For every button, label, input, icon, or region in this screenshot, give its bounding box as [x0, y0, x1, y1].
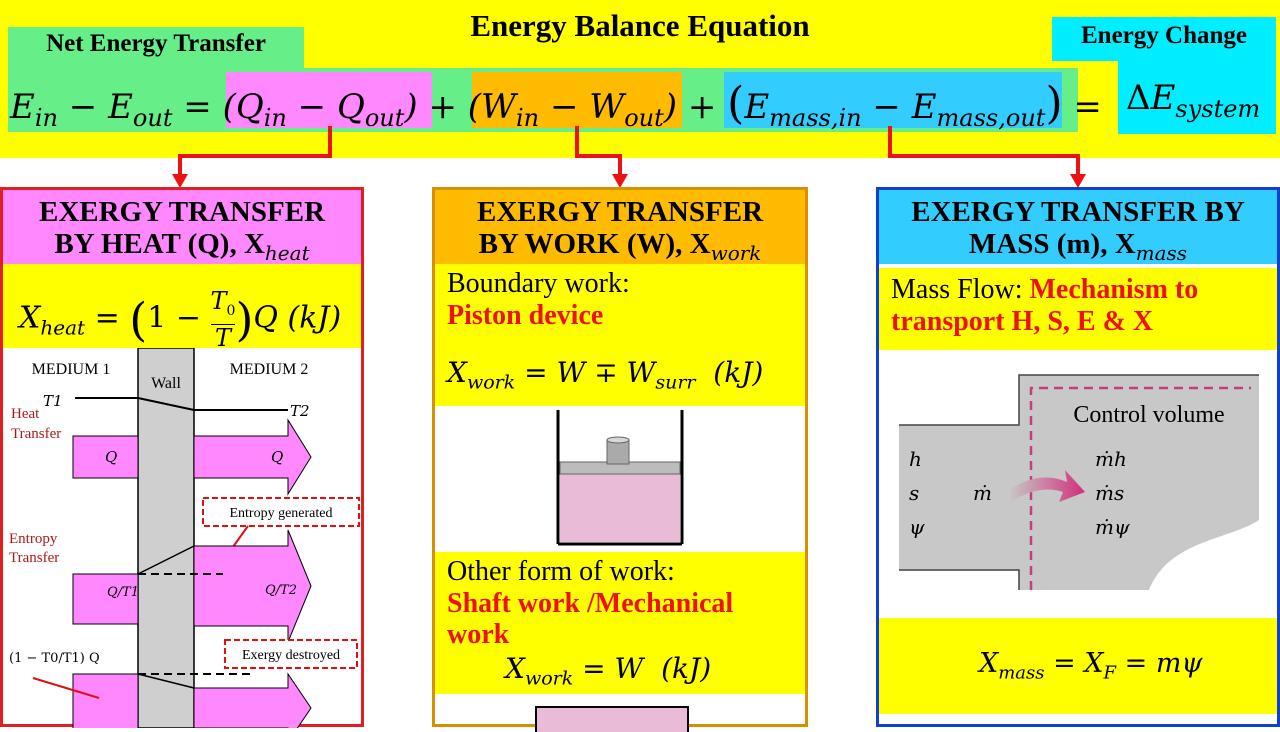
- mass-flow-label: Mass Flow:: [891, 274, 1023, 305]
- mass-flow-desc: Mechanism to transport H, S, E & X: [891, 274, 1199, 337]
- prop-h: h: [909, 447, 922, 471]
- q-t2-label: Q/T2: [265, 583, 297, 598]
- mass-formula: Xmass = XF = mψ: [979, 648, 1203, 684]
- heat-title-line2: BY HEAT (Q), X: [54, 228, 265, 260]
- mass-title-line2: MASS (m), X: [968, 228, 1136, 260]
- work-boundary-bg: [435, 264, 805, 406]
- mass-title-line1: EXERGY TRANSFER BY: [911, 196, 1245, 228]
- work-connector: [575, 126, 622, 176]
- work-arrowhead: [612, 174, 628, 188]
- wall: [137, 348, 195, 728]
- energy-change-label: Energy Change: [1081, 22, 1247, 49]
- svg-text:Transfer: Transfer: [9, 550, 59, 566]
- work-title-line1: EXERGY TRANSFER: [476, 196, 764, 228]
- heat-title-line1: EXERGY TRANSFER: [38, 196, 326, 228]
- mass-title: EXERGY TRANSFER BY MASS (m), Xmass: [879, 196, 1277, 269]
- q-label-left: Q: [105, 448, 117, 466]
- heat-panel: EXERGY TRANSFER BY HEAT (Q), Xheat Xheat…: [0, 187, 364, 728]
- q-arrow-right: [193, 418, 312, 496]
- heat-connector: [178, 126, 332, 176]
- mass-flow-bg: [879, 268, 1277, 350]
- q-t1-label: Q/T1: [107, 585, 139, 600]
- flow-arrow: [1009, 470, 1085, 502]
- control-volume-label: Control volume: [1073, 402, 1224, 428]
- control-surface: [1029, 386, 1251, 590]
- other-work-example: Shaft work /Mechanical work: [447, 588, 734, 650]
- piston-rod: [606, 439, 630, 465]
- mass-formula-bg: [879, 618, 1277, 714]
- exergy-arrow-left: [72, 673, 139, 728]
- entropy-arrow-right: [193, 529, 312, 643]
- heat-transfer-diagram: Wall MEDIUM 1 MEDIUM 2 T1 T2 Heat Transf…: [9, 348, 360, 728]
- exergy-destroyed-box: [224, 639, 358, 669]
- mass-arrowhead: [1070, 174, 1086, 188]
- boundary-work-label: Boundary work:: [447, 268, 630, 299]
- control-volume-diagram: Control volume h s ψ ṁ ṁh ṁs ṁψ: [899, 374, 1259, 590]
- connector-arrows: [172, 126, 1086, 188]
- heat-transfer-label: Heat: [11, 406, 40, 422]
- svg-text:Transfer: Transfer: [11, 426, 61, 442]
- prop-psi: ψ: [909, 515, 925, 539]
- wall-label: Wall: [151, 375, 181, 392]
- other-work-label: Other form of work:: [447, 556, 675, 587]
- energy-change-label-bg: [1052, 17, 1276, 61]
- boundary-work-example: Piston device: [447, 300, 604, 331]
- entropy-generated-label: Entropy generated: [229, 506, 332, 521]
- energy-balance-equation: Ein − Eout = (Qin − Qout) + (Win − Wout)…: [10, 78, 1102, 132]
- q-arrow-left: [72, 435, 139, 479]
- work-panel: EXERGY TRANSFER BY WORK (W), Xwork Bound…: [432, 187, 808, 732]
- net-energy-label: Net Energy Transfer: [46, 30, 266, 57]
- mass-term-highlight: [724, 72, 1062, 128]
- entropy-arrow-left: [72, 573, 139, 625]
- heat-arrowhead: [172, 174, 188, 188]
- heat-header-bg: [3, 190, 361, 264]
- mass-connector: [888, 126, 1080, 176]
- exergy-destroyed-label: Exergy destroyed: [242, 648, 340, 663]
- entropy-transfer-label: Entropy: [9, 531, 58, 547]
- work-title: EXERGY TRANSFER BY WORK (W), Xwork: [435, 196, 805, 269]
- medium1-label: MEDIUM 1: [32, 361, 111, 378]
- piston-gas: [560, 472, 680, 542]
- other-work-formula: Xwork = W (kJ): [505, 652, 712, 690]
- piston-device-diagram: [556, 410, 684, 546]
- work-title-line2: BY WORK (W), X: [478, 228, 711, 260]
- wall-profile: [137, 397, 195, 411]
- delta-e-system: ΔEsystem: [1126, 78, 1261, 123]
- entropy-generated-box: [202, 497, 360, 527]
- flow-mpsi: ṁψ: [1095, 515, 1130, 539]
- work-header-bg: [435, 190, 805, 264]
- prop-s: s: [909, 481, 919, 505]
- net-energy-label-bg: [8, 27, 304, 69]
- boundary-work-formula: Xwork = W ∓ Wsurr (kJ): [447, 356, 764, 394]
- exergy-expr: (1 − T0/T1) Q: [9, 651, 100, 666]
- heat-title-sub: heat: [264, 240, 310, 265]
- heat-title: EXERGY TRANSFER BY HEAT (Q), Xheat: [3, 196, 361, 269]
- mass-panel: EXERGY TRANSFER BY MASS (m), Xmass Mass …: [876, 187, 1280, 727]
- q-label-right: Q: [271, 448, 283, 466]
- duct: [899, 375, 1259, 590]
- shaft-work-diagram: [535, 706, 689, 732]
- delta-e-highlight: [1118, 60, 1276, 134]
- medium2-label: MEDIUM 2: [230, 361, 309, 378]
- page-title: Energy Balance Equation: [470, 8, 810, 43]
- heat-formula-bg: [3, 264, 361, 348]
- t2-label: T2: [290, 402, 310, 420]
- mass-flow-text: Mass Flow: Mechanism to transport H, S, …: [891, 274, 1275, 338]
- t1-label: T1: [43, 392, 63, 410]
- flow-mh: ṁh: [1095, 447, 1127, 471]
- work-title-sub: work: [710, 240, 762, 265]
- mass-header-bg: [879, 190, 1277, 264]
- work-term-highlight: [472, 72, 682, 128]
- mass-title-sub: mass: [1135, 240, 1188, 265]
- mdot-label: ṁ: [973, 481, 992, 505]
- flow-ms: ṁs: [1095, 481, 1124, 505]
- heat-term-highlight: [226, 72, 432, 128]
- work-other-bg: [435, 552, 805, 694]
